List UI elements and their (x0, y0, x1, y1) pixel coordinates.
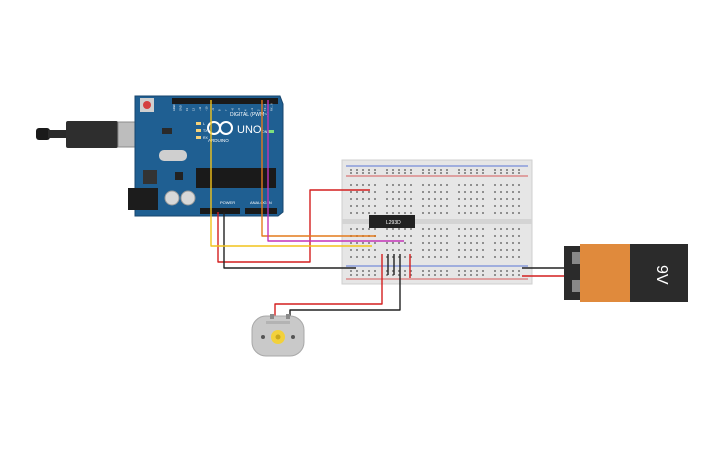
onboard-leds (196, 122, 274, 139)
led-label-l: L (203, 122, 205, 126)
pin-label: RX←0 (270, 103, 274, 111)
l293d-chip[interactable]: L293D (369, 215, 415, 228)
battery-body (580, 244, 630, 302)
chip-label: L293D (386, 220, 401, 226)
pin-label: 12 (192, 108, 196, 111)
digital-header (172, 98, 278, 104)
pin-label: ~6 (231, 107, 235, 111)
pin-label: 2 (257, 109, 261, 111)
led-label-rx: RX (203, 136, 209, 140)
analog-label: ANALOG IN (250, 200, 272, 205)
digital-label: DIGITAL (PWM~) (230, 112, 269, 118)
wire-red-motor[interactable] (274, 254, 383, 316)
battery-label: 9V (653, 265, 670, 285)
pin-label: 4 (244, 109, 248, 111)
uno-logo-text: UNO (237, 124, 262, 136)
wire-pink-signal[interactable] (267, 100, 404, 242)
pin-label: ~11 (198, 106, 202, 111)
usb-cable (36, 121, 147, 148)
pin-label: AREF (172, 104, 176, 111)
pin-label: 13 (185, 108, 189, 111)
atmega-chip (196, 168, 276, 188)
breadboard-holes (350, 169, 520, 276)
pin-label: ~3 (250, 107, 254, 111)
led-label-tx: TX (203, 129, 208, 133)
pin-label: 8 (218, 109, 222, 111)
on-label: ON (262, 130, 268, 134)
pin-label: TX→1 (263, 103, 267, 111)
pin-label: 7 (224, 109, 228, 111)
wire-yellow-signal[interactable] (210, 100, 372, 247)
battery-9v[interactable]: 9V (564, 244, 688, 302)
wires (210, 100, 566, 316)
wire-black-gnd[interactable] (223, 212, 356, 269)
arduino-brand-text: ARDUINO (208, 138, 229, 143)
breadboard[interactable] (341, 159, 533, 285)
pin-label: ~9 (211, 107, 215, 111)
pin-label: ~5 (237, 107, 241, 111)
pin-label: GND (179, 105, 183, 111)
pin-label: ~10 (205, 106, 209, 111)
dc-motor[interactable] (251, 314, 305, 357)
wire-orange-signal[interactable] (261, 100, 376, 237)
wire-black-motor[interactable] (289, 254, 401, 316)
power-jack (128, 188, 158, 210)
analog-header (245, 208, 277, 214)
arduino-logo (207, 121, 233, 135)
power-label: POWER (220, 200, 235, 205)
power-header (200, 208, 240, 214)
